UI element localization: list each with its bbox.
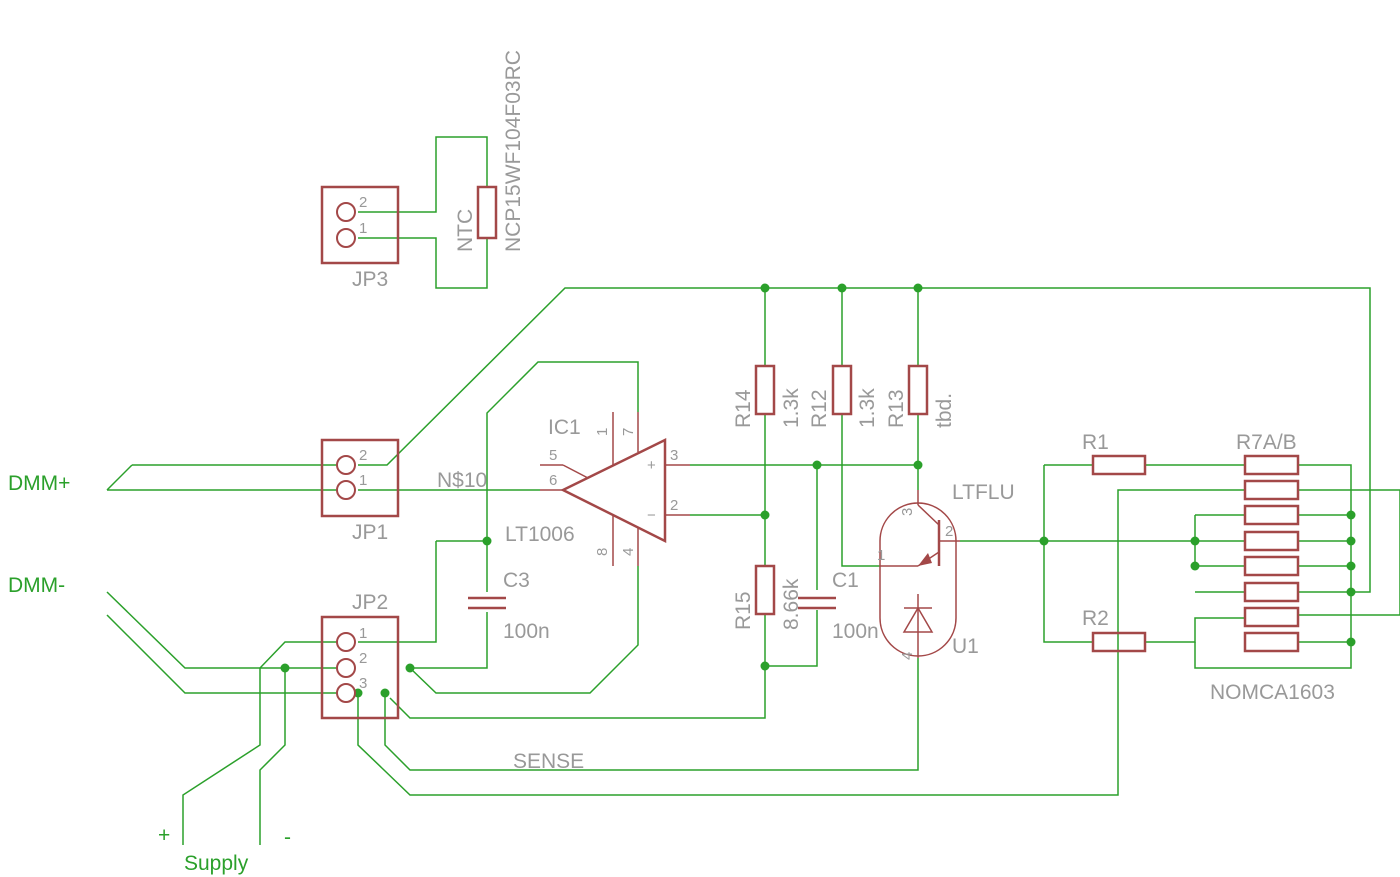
junction-dot [1346,561,1356,571]
part-name-ntc: NTC [454,209,477,252]
part-value-r14: 1.3k [780,388,803,428]
pin-number: 1 [359,625,367,642]
part-value-r12: 1.3k [856,388,879,428]
junction-dot [1346,510,1356,520]
thermistor-ntc: NTC NCP15WF104F03RC [454,50,525,252]
part-value-c3: 100n [503,620,550,643]
junction-dot [482,536,492,546]
part-name-r15: R15 [732,591,755,630]
pin-number: 6 [549,472,557,489]
part-name-r1: R1 [1082,431,1109,454]
junction-dot [280,663,290,673]
junction-dot [812,460,822,470]
resistor-r14: R14 1.3k [732,364,803,428]
connector-jp2: 1 2 3 JP2 [320,591,400,720]
part-name-c1: C1 [832,569,859,592]
junction-dot [1190,561,1200,571]
resistor-network-r7: R7A/B NOMCA1603 [1210,431,1335,704]
part-name-c3: C3 [503,569,530,592]
junction-dot [760,661,770,671]
connector-jp1: 2 1 JP1 [320,438,400,544]
resistor-r13: R13 tbd. [885,364,956,428]
part-value-r7: NOMCA1603 [1210,681,1335,704]
junction-dot [913,283,923,293]
part-name-jp2: JP2 [352,591,388,614]
pin-number: 8 [594,548,611,556]
net-label-dmm-minus: DMM- [8,574,65,597]
pin-number: 1 [359,220,367,237]
part-value-r15: 8.66k [780,578,803,630]
pin-number: 1 [359,472,367,489]
junction-dot [1039,536,1049,546]
net-label-n10: N$10 [437,469,487,492]
net-labels: DMM+ DMM- N$10 SENSE + - Supply [8,469,584,875]
pin-number: 1 [877,547,885,564]
capacitor-c3: C3 100n [468,569,550,643]
net-label-sense: SENSE [513,750,584,773]
part-name-u1: U1 [952,635,979,658]
pin-number: 2 [945,523,953,540]
part-value-u1: LTFLU [952,481,1015,504]
pin-number: 4 [620,548,637,556]
part-name-r14: R14 [732,389,755,428]
junction-dot [1346,637,1356,647]
connector-jp3: 2 1 JP3 [320,185,400,291]
pin-number: 3 [359,675,367,692]
part-name-jp3: JP3 [352,268,388,291]
reference-u1: 3 1 2 4 LTFLU U1 [877,481,1015,660]
pin-number: 5 [549,447,557,464]
pin-polarity: + [647,457,656,474]
net-label-supply-plus: + [158,824,170,847]
part-name-r2: R2 [1082,607,1109,630]
junction-dot [760,510,770,520]
part-name-jp1: JP1 [352,521,388,544]
part-value-ntc: NCP15WF104F03RC [502,50,525,252]
wires [106,136,1400,845]
junction-dot [353,688,363,698]
resistor-r12: R12 1.3k [808,364,879,428]
part-value-r13: tbd. [933,393,956,428]
part-name-r7: R7A/B [1236,431,1297,454]
junction-dot [837,283,847,293]
resistor-r1: R1 [1082,431,1147,476]
net-label-dmm-plus: DMM+ [8,472,70,495]
pin-number: 4 [899,652,916,660]
junction-dot [1346,587,1356,597]
net-label-supply-minus: - [284,826,291,849]
junction-dot [380,688,390,698]
pin-polarity: − [647,507,656,524]
part-value-c1: 100n [832,620,879,643]
resistor-r2: R2 [1082,607,1147,653]
junction-dot [913,460,923,470]
pin-number: 2 [670,497,678,514]
junction-dot [405,663,415,673]
pin-number: 3 [899,508,916,516]
pin-number: 2 [359,447,367,464]
pin-number: 2 [359,194,367,211]
capacitor-c1: C1 100n [798,569,879,643]
junction-dot [760,283,770,293]
junction-dot [1346,536,1356,546]
part-name-ic1: IC1 [548,416,581,439]
pin-number: 3 [670,447,678,464]
pin-number: 7 [620,428,637,436]
part-value-ic1: LT1006 [505,523,575,546]
resistor-r15: R15 8.66k [732,564,803,630]
pin-number: 2 [359,650,367,667]
net-label-supply: Supply [184,852,249,875]
part-name-r13: R13 [885,389,908,428]
junction-dot [1190,536,1200,546]
pin-number: 1 [594,428,611,436]
part-name-r12: R12 [808,389,831,428]
opamp-ic1: + − 5 6 3 2 1 7 8 4 IC1 LT1006 [505,412,690,566]
junction-dots [280,283,1356,698]
